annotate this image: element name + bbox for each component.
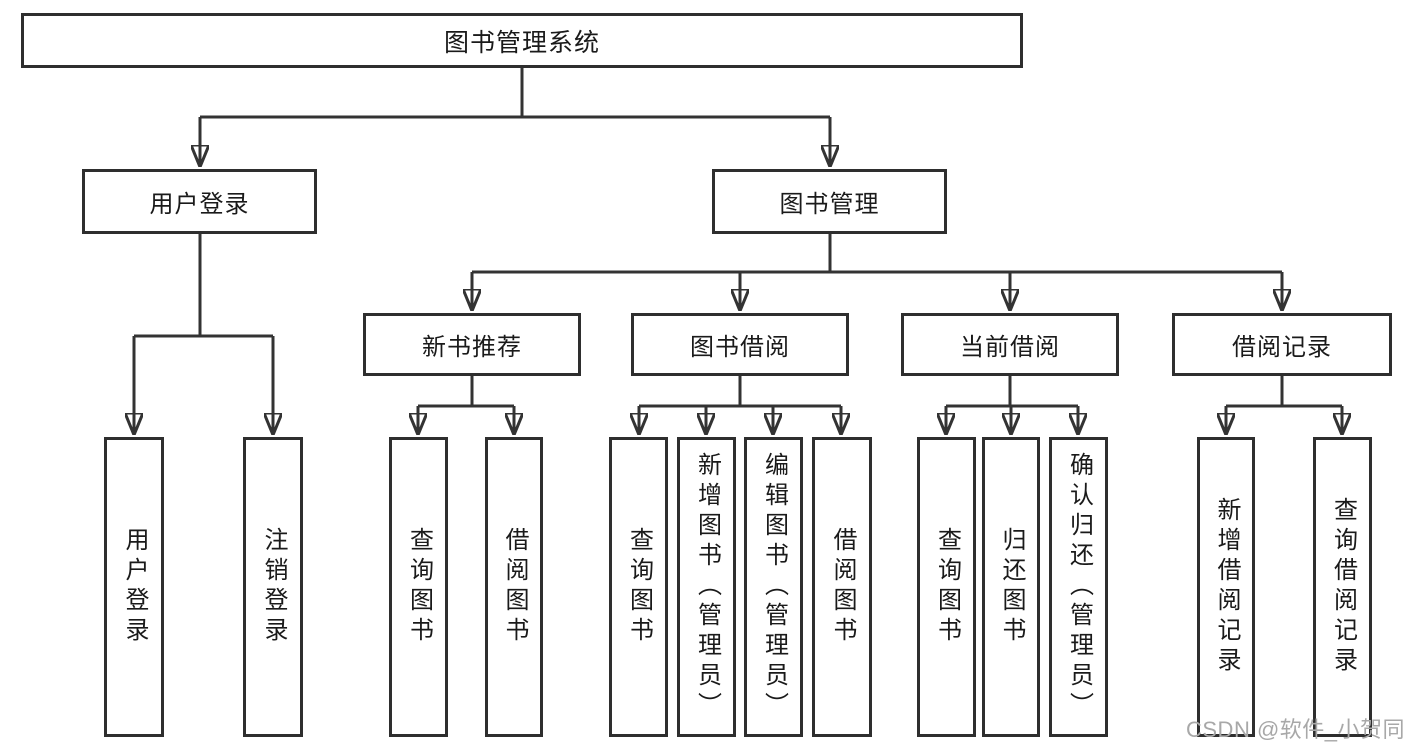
node-book-management: 图书管理 bbox=[712, 169, 947, 234]
node-borrowing-records: 借阅记录 bbox=[1172, 313, 1392, 376]
node-logout: 注销登录 bbox=[243, 437, 303, 737]
node-book-borrowing: 图书借阅 bbox=[631, 313, 849, 376]
node-br-add-borrow-record: 新增借阅记录 bbox=[1197, 437, 1255, 737]
node-bb-add-books-admin: 新增图书（管理员） bbox=[677, 437, 736, 737]
node-bb-borrow-books: 借阅图书 bbox=[812, 437, 872, 737]
node-cb-return-books: 归还图书 bbox=[982, 437, 1040, 737]
node-nb-query-books: 查询图书 bbox=[389, 437, 448, 737]
node-bb-query-books: 查询图书 bbox=[609, 437, 668, 737]
node-cb-query-books: 查询图书 bbox=[917, 437, 976, 737]
node-cb-confirm-return-admin: 确认归还（管理员） bbox=[1049, 437, 1108, 737]
node-user-login-leaf: 用户登录 bbox=[104, 437, 164, 737]
node-system: 图书管理系统 bbox=[21, 13, 1023, 68]
node-bb-edit-books-admin: 编辑图书（管理员） bbox=[744, 437, 803, 737]
watermark: CSDN @软件_小贺同学 bbox=[1186, 717, 1405, 742]
connector-spines bbox=[134, 68, 1342, 408]
node-current-borrowing: 当前借阅 bbox=[901, 313, 1119, 376]
node-nb-borrow-books: 借阅图书 bbox=[485, 437, 543, 737]
node-user-login: 用户登录 bbox=[82, 169, 317, 234]
node-br-query-borrow-record: 查询借阅记录 bbox=[1313, 437, 1372, 737]
node-new-book-recommendation: 新书推荐 bbox=[363, 313, 581, 376]
